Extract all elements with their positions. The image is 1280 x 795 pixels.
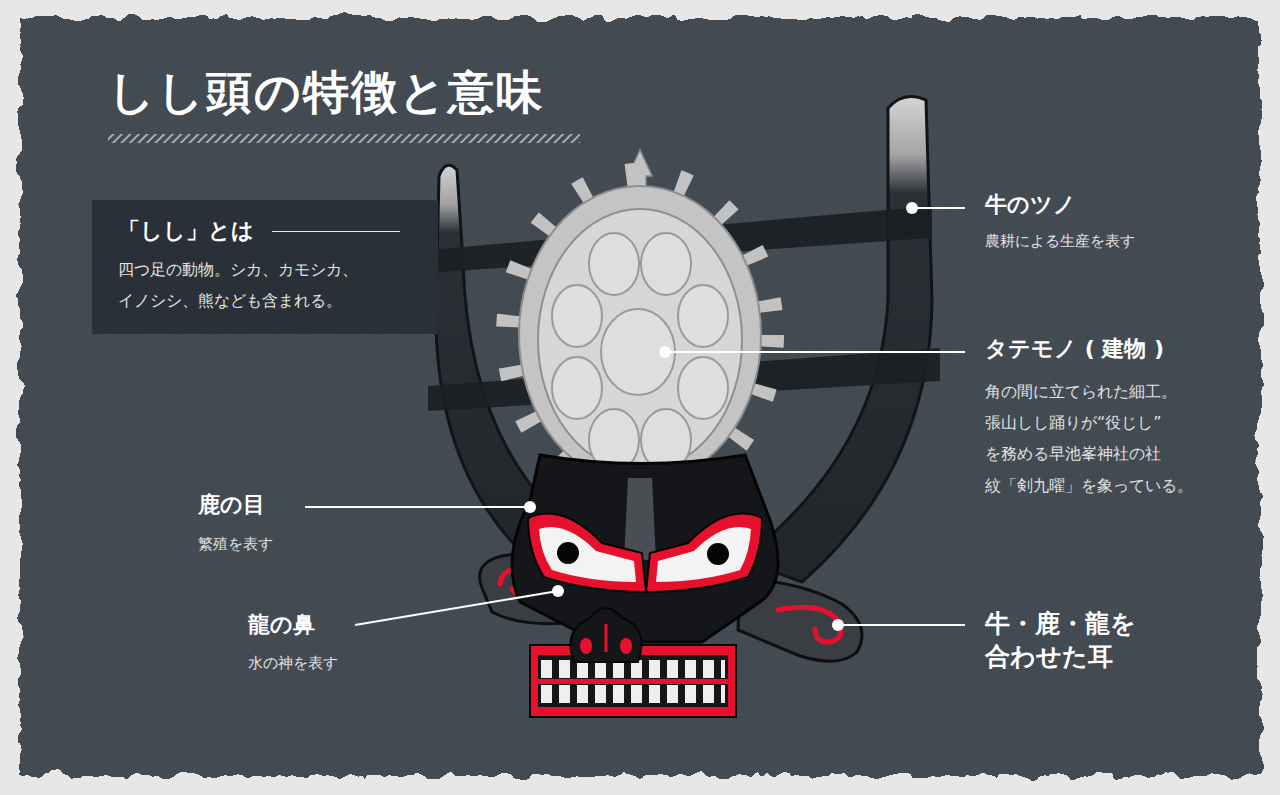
nostril	[580, 638, 592, 654]
crest-star	[552, 285, 602, 347]
left-pupil	[557, 542, 579, 564]
nose-mark	[605, 624, 608, 652]
leader-line	[665, 351, 965, 353]
part-name: 牛のツノ	[985, 192, 1076, 218]
crest-star	[589, 233, 639, 295]
dark-panel	[20, 18, 1260, 776]
part-description: 角の間に立てられた細工。 張山しし踊りが“役じし” を務める早池峯神社の社 紋「…	[985, 376, 1247, 501]
crest-spikes	[509, 176, 771, 494]
leader-dot	[524, 501, 536, 513]
crest-star	[601, 309, 675, 395]
part-meaning: 水の神を表す	[248, 654, 338, 674]
box-heading: 「しし」とは	[118, 216, 254, 246]
heading-rule	[272, 231, 400, 232]
head	[512, 455, 778, 642]
leader-dot	[832, 619, 844, 631]
info-box: 「しし」とは四つ足の動物。シカ、カモシカ、 イノシシ、熊なども含まれる。	[92, 200, 438, 334]
right-eye	[656, 527, 751, 582]
brow-ridge	[624, 478, 656, 560]
panel-texture	[28, 26, 1252, 768]
part-name: 牛・鹿・龍を 合わせた耳	[985, 608, 1175, 673]
crest-star	[552, 357, 602, 419]
right-ear-curl	[778, 607, 841, 642]
dragon-nose	[570, 608, 641, 662]
page-title: しし頭の特徴と意味	[108, 62, 544, 124]
leader-dot	[659, 346, 671, 358]
leader-line	[355, 591, 558, 625]
box-body: 四つ足の動物。シカ、カモシカ、 イノシシ、熊なども含まれる。	[118, 254, 412, 316]
part-meaning: 繁殖を表す	[198, 535, 273, 555]
crest-star	[678, 357, 728, 419]
crest-inner	[538, 209, 742, 471]
leader-line	[838, 624, 965, 626]
gum-band	[538, 679, 728, 684]
crest-star	[641, 233, 691, 295]
lower-teeth	[541, 685, 725, 703]
right-pupil	[707, 543, 729, 565]
right-eye-rim	[646, 514, 762, 592]
leader-dot	[906, 202, 918, 214]
left-eye	[539, 527, 636, 582]
title-underline	[108, 134, 580, 143]
box-heading-row: 「しし」とは	[118, 216, 412, 246]
leader-line	[305, 506, 530, 508]
nostril	[620, 638, 632, 654]
part-meaning: 農耕による生産を表す	[985, 232, 1135, 252]
part-name: 鹿の目	[198, 492, 265, 518]
crest-ring	[519, 186, 761, 484]
leader-dot	[552, 585, 564, 597]
crest-star	[678, 285, 728, 347]
left-eye-rim	[528, 514, 646, 592]
leader-line	[912, 207, 965, 209]
part-name: 龍の鼻	[248, 612, 315, 638]
part-name: タテモノ ( 建物 )	[985, 336, 1164, 362]
